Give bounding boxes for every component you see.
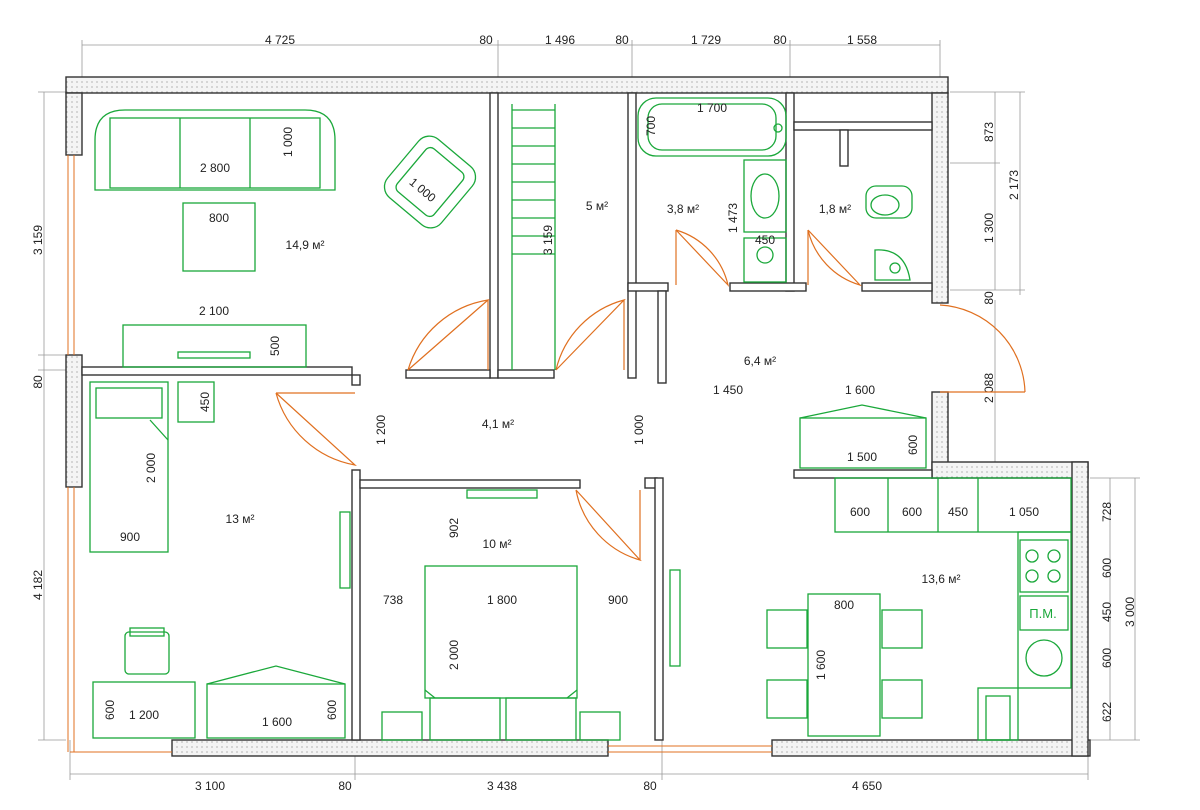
kitchen-dim-3: 450 <box>948 505 968 519</box>
kitchen-table-width: 800 <box>834 598 854 612</box>
dim-top-6: 80 <box>773 33 787 47</box>
coffee-table-width: 800 <box>209 211 229 225</box>
sofa-depth: 1 000 <box>281 127 295 157</box>
dim-right-4: 80 <box>982 291 996 305</box>
desk-depth: 600 <box>103 700 117 720</box>
kitchen-table-length: 1 600 <box>814 650 828 680</box>
dimension-lines <box>38 40 1140 780</box>
dim-right-9: 3 000 <box>1123 597 1137 627</box>
dishwasher-label: П.М. <box>1029 606 1056 621</box>
bath-width: 1 700 <box>697 101 727 115</box>
right-dimensions: 873 2 173 1 300 80 2 088 728 600 450 3 0… <box>982 122 1137 722</box>
sofa-width: 2 800 <box>200 161 230 175</box>
bed-center-length: 2 000 <box>447 640 461 670</box>
stairs-length: 3 159 <box>541 225 555 255</box>
bed-center-top: 902 <box>447 518 461 538</box>
doors <box>275 229 1026 562</box>
dim-right-3: 1 300 <box>982 213 996 243</box>
sink-height: 1 473 <box>726 203 740 233</box>
area-bedroom-center: 10 м² <box>483 537 512 551</box>
area-kitchen: 13,6 м² <box>922 572 961 586</box>
hall-dim-a: 1 450 <box>713 383 743 397</box>
dim-right-2: 2 173 <box>1007 170 1021 200</box>
room-areas: 14,9 м² 5 м² 3,8 м² 1,8 м² 6,4 м² 4,1 м²… <box>226 199 961 586</box>
area-living: 14,9 м² <box>286 238 325 252</box>
furniture-dimensions: 2 800 1 000 1 000 800 2 100 500 3 159 1 … <box>103 101 1057 729</box>
dim-bottom-2: 80 <box>338 779 352 793</box>
left-dimensions: 3 159 80 4 182 <box>31 225 45 600</box>
area-bath: 3,8 м² <box>667 202 699 216</box>
kitchen-dim-2: 600 <box>902 505 922 519</box>
dim-right-11: 622 <box>1100 702 1114 722</box>
dim-bottom-1: 3 100 <box>195 779 225 793</box>
top-dimensions: 4 725 80 1 496 80 1 729 80 1 558 <box>265 33 877 47</box>
lobby-height: 1 200 <box>374 415 388 445</box>
dim-right-10: 600 <box>1100 648 1114 668</box>
dim-top-4: 80 <box>615 33 629 47</box>
area-wc: 1,8 м² <box>819 202 851 216</box>
dim-right-8: 450 <box>1100 602 1114 622</box>
hall-dim-c: 1 500 <box>847 450 877 464</box>
bed-center-right-gap: 900 <box>608 593 628 607</box>
kitchen-dim-1: 600 <box>850 505 870 519</box>
area-corridor: 5 м² <box>586 199 608 213</box>
tv-stand-width: 2 100 <box>199 304 229 318</box>
tv-stand-depth: 500 <box>268 336 282 356</box>
dim-left-3: 4 182 <box>31 570 45 600</box>
lobby-door: 1 000 <box>632 415 646 445</box>
area-hall: 6,4 м² <box>744 354 776 368</box>
area-lobby: 4,1 м² <box>482 417 514 431</box>
dim-right-1: 873 <box>982 122 996 142</box>
stairs <box>511 104 556 370</box>
furniture <box>89 97 1072 741</box>
dim-left-1: 3 159 <box>31 225 45 255</box>
dim-right-7: 600 <box>1100 558 1114 578</box>
dim-right-6: 728 <box>1100 502 1114 522</box>
dim-top-3: 1 496 <box>545 33 575 47</box>
nightstand-size: 450 <box>198 392 212 412</box>
dim-top-2: 80 <box>479 33 493 47</box>
dresser-width: 1 600 <box>262 715 292 729</box>
dim-bottom-3: 3 438 <box>487 779 517 793</box>
bed-left-length: 2 000 <box>144 453 158 483</box>
dim-left-2: 80 <box>31 375 45 389</box>
dim-top-7: 1 558 <box>847 33 877 47</box>
dresser-depth: 600 <box>325 700 339 720</box>
desk-width: 1 200 <box>129 708 159 722</box>
bottom-dimensions: 3 100 80 3 438 80 4 650 <box>195 779 882 793</box>
dim-right-5: 2 088 <box>982 373 996 403</box>
dim-bottom-5: 4 650 <box>852 779 882 793</box>
bed-center-width: 1 800 <box>487 593 517 607</box>
bed-center-left-gap: 738 <box>383 593 403 607</box>
dim-top-1: 4 725 <box>265 33 295 47</box>
dim-top-5: 1 729 <box>691 33 721 47</box>
kitchen-dim-4: 1 050 <box>1009 505 1039 519</box>
bath-depth: 700 <box>644 116 658 136</box>
bed-left-width: 900 <box>120 530 140 544</box>
hall-dim-b: 1 600 <box>845 383 875 397</box>
area-bedroom-left: 13 м² <box>226 512 255 526</box>
armchair-size: 1 000 <box>407 175 439 205</box>
hall-dim-d: 600 <box>906 435 920 455</box>
dim-bottom-4: 80 <box>643 779 657 793</box>
sink-width: 450 <box>755 233 775 247</box>
walls <box>65 76 1091 757</box>
